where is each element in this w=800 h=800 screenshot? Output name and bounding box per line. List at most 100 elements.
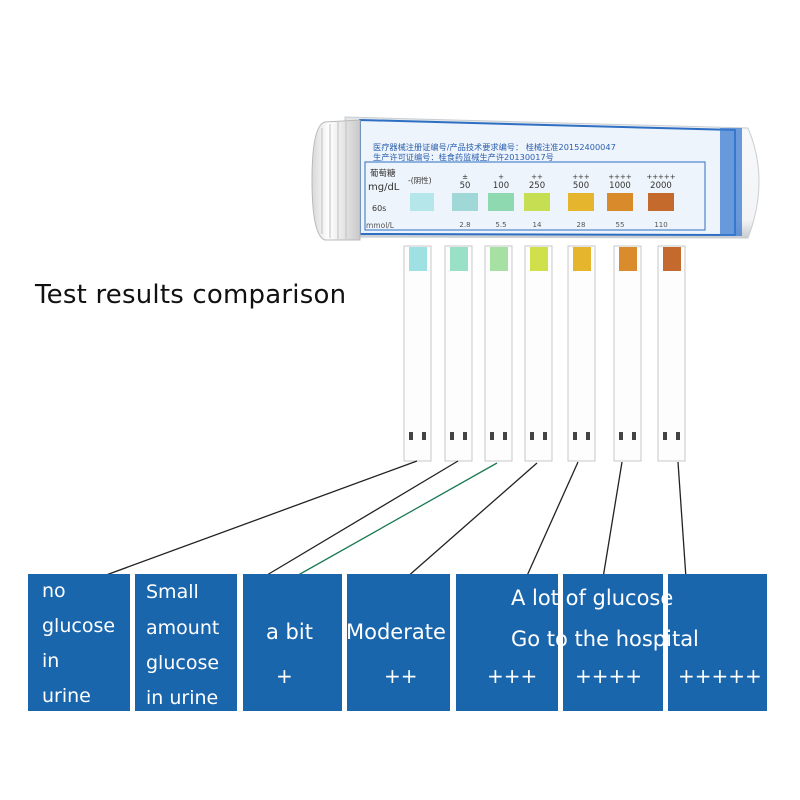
result-box-plus-2 (347, 574, 450, 711)
chart-sign: +++++ (646, 173, 675, 181)
strip-mark (490, 432, 494, 440)
strip-pad (663, 247, 681, 271)
label-color-chart: ±502.8+1005.5++25014+++50028++++100055++… (410, 173, 676, 229)
strip-mark (409, 432, 413, 440)
strip-mark (632, 432, 636, 440)
strip-pad (573, 247, 591, 271)
test-strip (444, 245, 473, 462)
box1-line-3: in (42, 650, 60, 672)
result-box-trace (135, 574, 237, 711)
chart-swatch (524, 193, 550, 211)
box1-line-1: no (42, 580, 66, 602)
strip-body (484, 245, 513, 462)
test-strip (403, 245, 432, 462)
connector-line-6 (602, 461, 623, 579)
chart-sign: ++++ (608, 173, 632, 181)
box4-label: Moderate (346, 620, 446, 644)
box1-line-2: glucose (42, 615, 116, 637)
strip-body (567, 245, 596, 462)
chart-mg-value: 100 (493, 181, 509, 191)
chart-mg-value: 250 (529, 181, 545, 191)
chart-sign: + (498, 173, 504, 181)
chart-swatch (607, 193, 633, 211)
strip-body (613, 245, 642, 462)
test-strip (567, 245, 596, 462)
label-analyte: 葡萄糖 (370, 168, 396, 179)
chart-swatch (648, 193, 674, 211)
strip-body (524, 245, 553, 462)
strip-mark (450, 432, 454, 440)
strip-mark (530, 432, 534, 440)
strip-mark (422, 432, 426, 440)
box1-line-4: urine (42, 685, 91, 707)
page-title: Test results comparison (35, 280, 347, 310)
test-strip (613, 245, 642, 462)
strip-pad (450, 247, 468, 271)
strip-mark (573, 432, 577, 440)
label-unit-mmol: mmol/L (366, 221, 395, 230)
chart-mg-value: 50 (460, 181, 471, 191)
label-text-line-2: 生产许可证编号：桂食药监械生产许20130017号 (373, 152, 554, 162)
connector-line-4 (405, 462, 538, 579)
connector-line-5 (525, 461, 579, 579)
box2-line-4: in urine (146, 687, 219, 709)
box3-label: a bit (266, 620, 313, 644)
result-box-plus-3 (456, 574, 558, 711)
strip-pad (619, 247, 637, 271)
strip-mark (503, 432, 507, 440)
chart-mmol-value: 28 (577, 221, 586, 229)
strip-body (403, 245, 432, 462)
test-strip (524, 245, 553, 462)
box4-sign: ++ (384, 664, 418, 688)
test-strip (657, 245, 686, 462)
connector-line-2 (261, 460, 459, 579)
strip-mark (619, 432, 623, 440)
test-strips (403, 245, 686, 462)
result-box-plus-4 (563, 574, 663, 711)
result-box-plus-5 (668, 574, 767, 711)
label-unit-mg: mg/dL (368, 182, 400, 193)
test-strip (484, 245, 513, 462)
chart-swatch-neg (410, 193, 434, 211)
chart-mmol-value: 14 (533, 221, 542, 229)
chart-swatch (452, 193, 478, 211)
strip-body (444, 245, 473, 462)
cap-ridges (321, 121, 347, 239)
overlay-line-1: A lot of glucose (511, 586, 674, 610)
connector-line-3 (292, 462, 498, 579)
strip-body (657, 245, 686, 462)
box3-sign: + (276, 664, 293, 688)
result-box-negative (28, 574, 130, 711)
chart-swatch (568, 193, 594, 211)
chart-sign: ++ (531, 173, 543, 181)
overlay-line-2: Go to the hospital (511, 627, 699, 651)
strip-pad (409, 247, 427, 271)
label-time: 60s (372, 204, 386, 213)
chart-mmol-value: 5.5 (495, 221, 506, 229)
strip-mark (586, 432, 590, 440)
chart-mmol-value: 55 (616, 221, 625, 229)
strip-pad (530, 247, 548, 271)
bottle-cap (311, 119, 361, 241)
chart-mmol-value: 2.8 (459, 221, 470, 229)
chart-mg-value: 1000 (609, 181, 631, 191)
strip-mark (543, 432, 547, 440)
connector-lines (97, 460, 687, 579)
label-neg: -(阴性) (408, 175, 432, 185)
label-text-line-1: 医疗器械注册证编号/产品技术要求编号： 桂械注准20152400047 (373, 142, 616, 152)
result-box-plus-1 (243, 574, 342, 711)
chart-mg-value: 2000 (650, 181, 672, 191)
box2-line-1: Small (146, 581, 199, 603)
chart-sign: ± (462, 173, 468, 181)
box2-line-2: amount (146, 617, 220, 639)
label-chart-frame (364, 161, 706, 231)
box6-sign: ++++ (575, 664, 643, 688)
label-side-band (720, 128, 742, 236)
chart-mmol-value: 110 (654, 221, 667, 229)
box5-sign: +++ (487, 664, 538, 688)
strip-mark (676, 432, 680, 440)
strip-mark (663, 432, 667, 440)
chart-swatch (488, 193, 514, 211)
strip-mark (463, 432, 467, 440)
